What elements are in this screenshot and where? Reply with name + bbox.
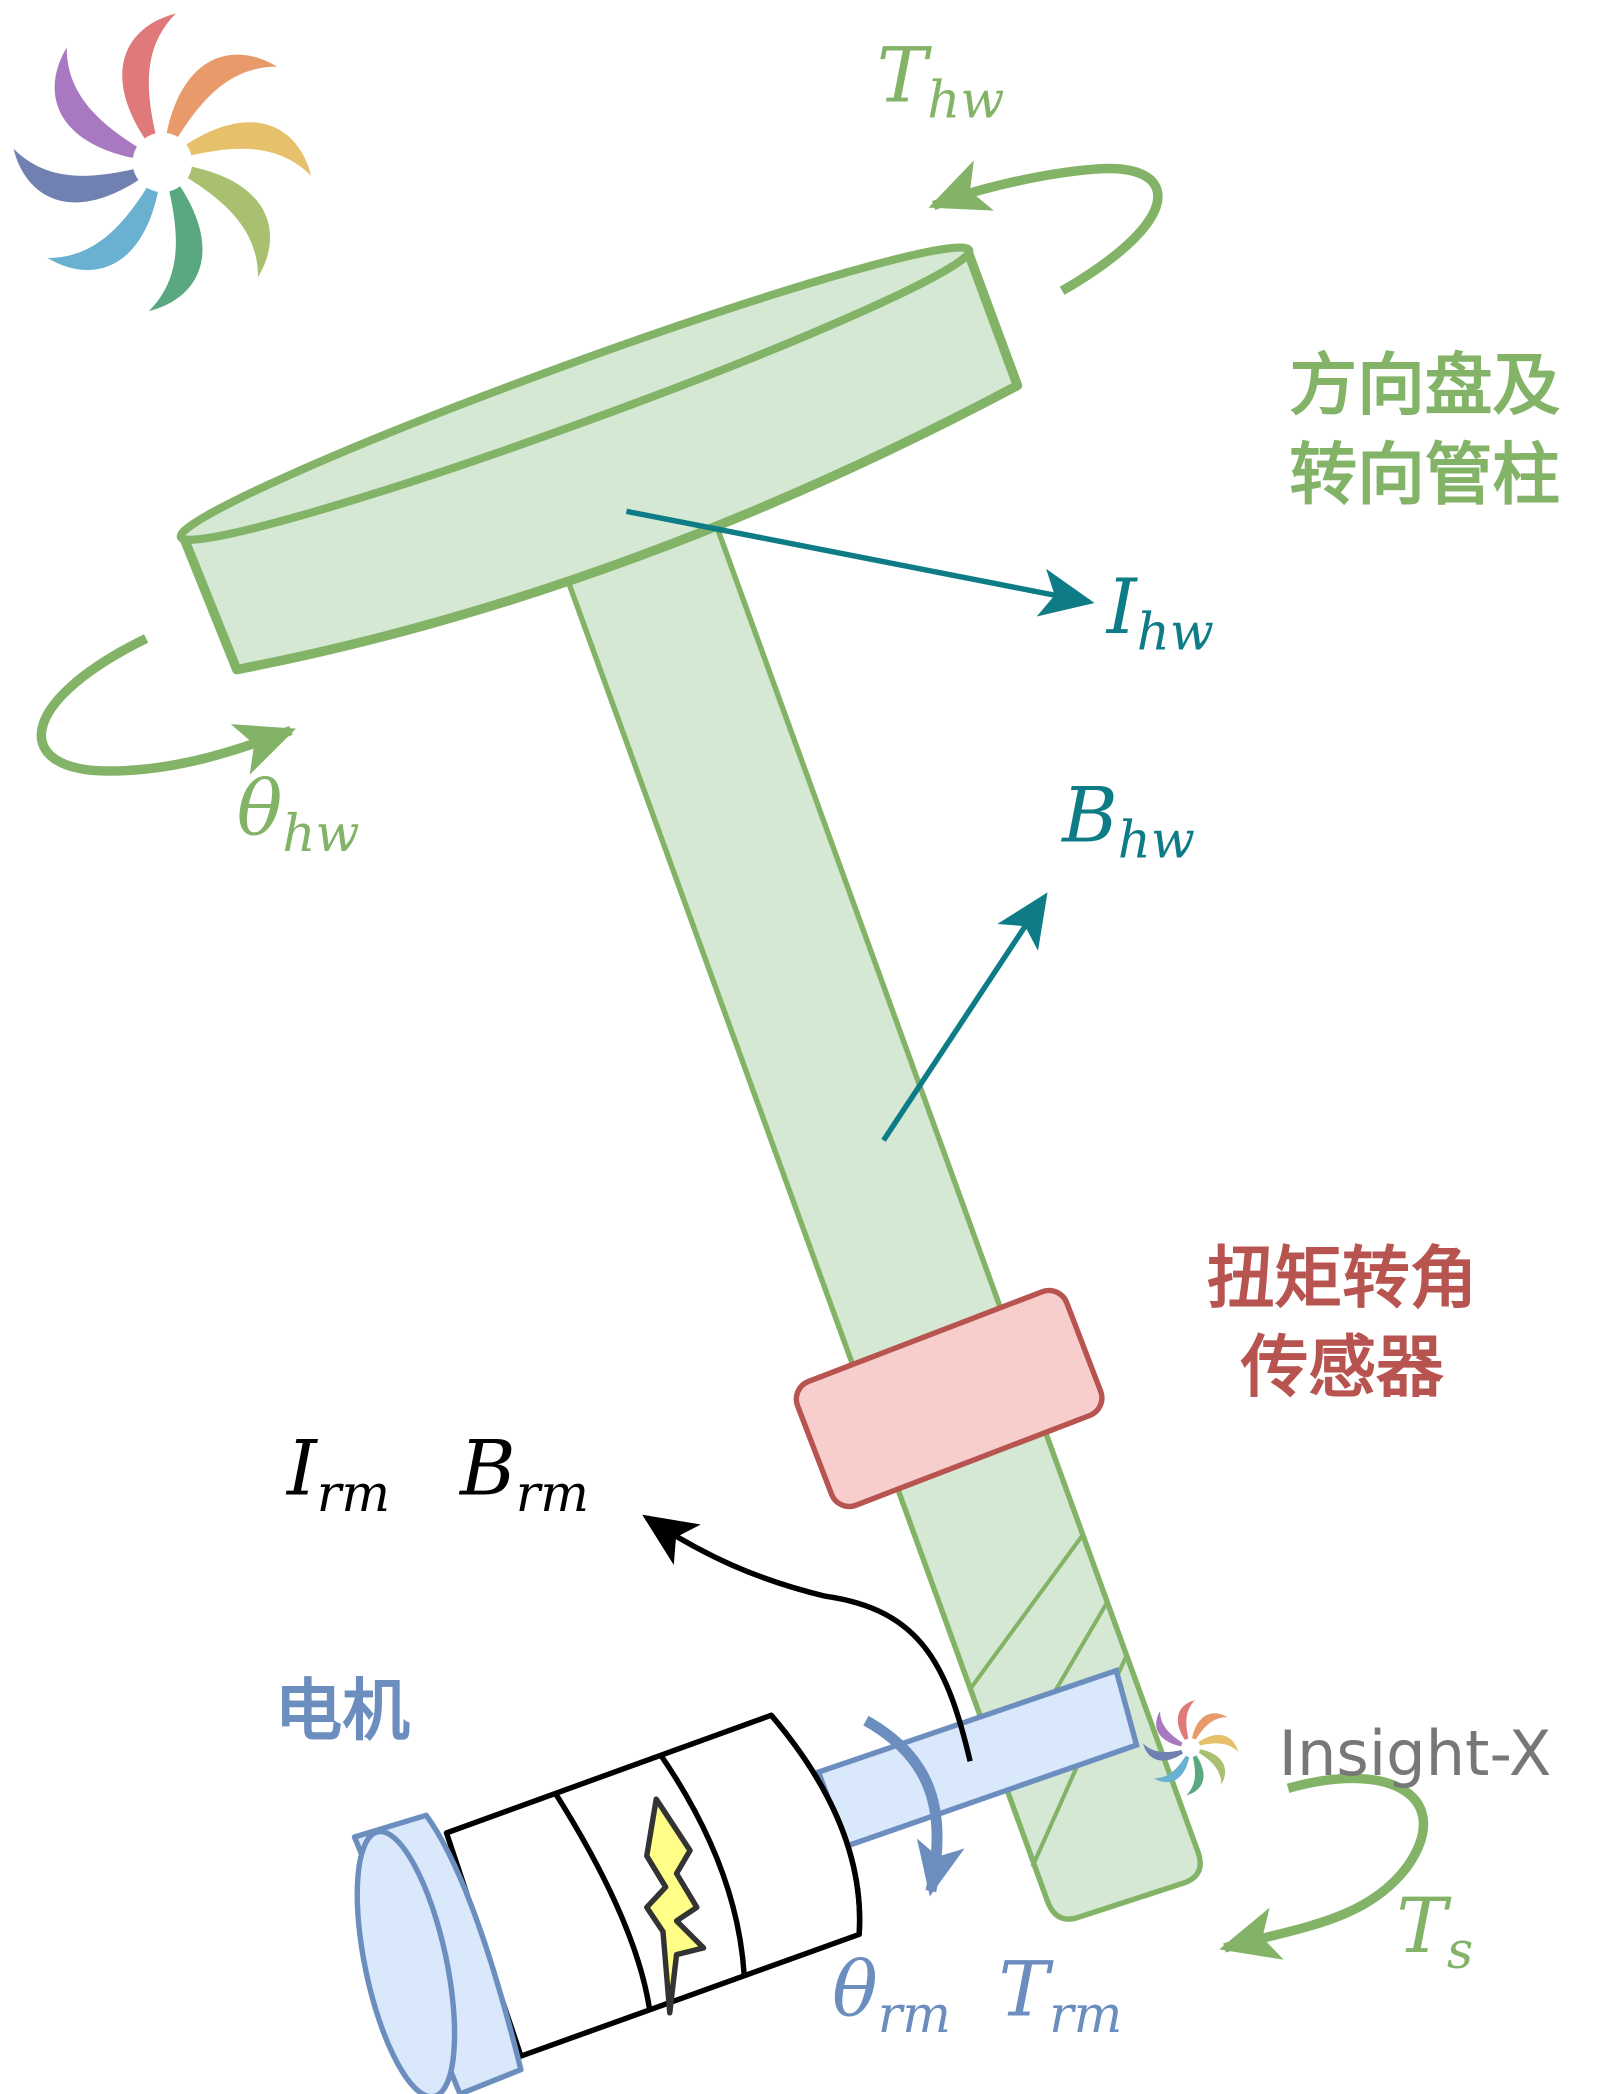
torque-angle-sensor xyxy=(793,1287,1105,1510)
watermark-text: Insight-X xyxy=(1279,1717,1552,1790)
label-inertia-rm: Irm xyxy=(285,1425,390,1524)
torque-s-arrow xyxy=(1219,1773,1429,1960)
steering-column xyxy=(564,524,1203,1922)
lightning-icon xyxy=(644,1796,707,2016)
label-torque-hw: Thw xyxy=(877,31,1005,130)
label-damping-rm: Brm xyxy=(458,1425,589,1524)
angle-rm-arrow xyxy=(863,1715,965,1897)
label-angle-hw: θhw xyxy=(237,765,360,864)
logo-icon xyxy=(13,13,312,312)
steering-label-line1: 方向盘及 xyxy=(1289,346,1560,425)
motor-end-cap-face xyxy=(354,1828,458,2094)
inertia-hw-arrow xyxy=(625,508,1095,617)
sensor-label-line1: 扭矩转角 xyxy=(1207,1238,1478,1317)
label-angle-rm: θrm xyxy=(832,1946,951,2045)
label-inertia-hw: Ihw xyxy=(1105,563,1214,662)
damping-hw-arrow xyxy=(881,892,1048,1142)
steering-label-line2: 转向管柱 xyxy=(1289,435,1560,514)
angle-hw-arrow xyxy=(36,634,296,776)
watermark-logo-icon xyxy=(1143,1700,1239,1796)
motor xyxy=(351,1712,863,2094)
label-torque-s: Ts xyxy=(1396,1882,1473,1981)
motor-params-arrow xyxy=(642,1514,973,1762)
sensor-label-line2: 传感器 xyxy=(1240,1328,1445,1407)
label-torque-rm: Trm xyxy=(999,1946,1123,2045)
torque-hw-arrow xyxy=(928,160,1163,295)
label-damping-hw: Bhw xyxy=(1060,771,1195,870)
motor-label: 电机 xyxy=(275,1671,411,1750)
steering-wheel xyxy=(176,243,1023,675)
